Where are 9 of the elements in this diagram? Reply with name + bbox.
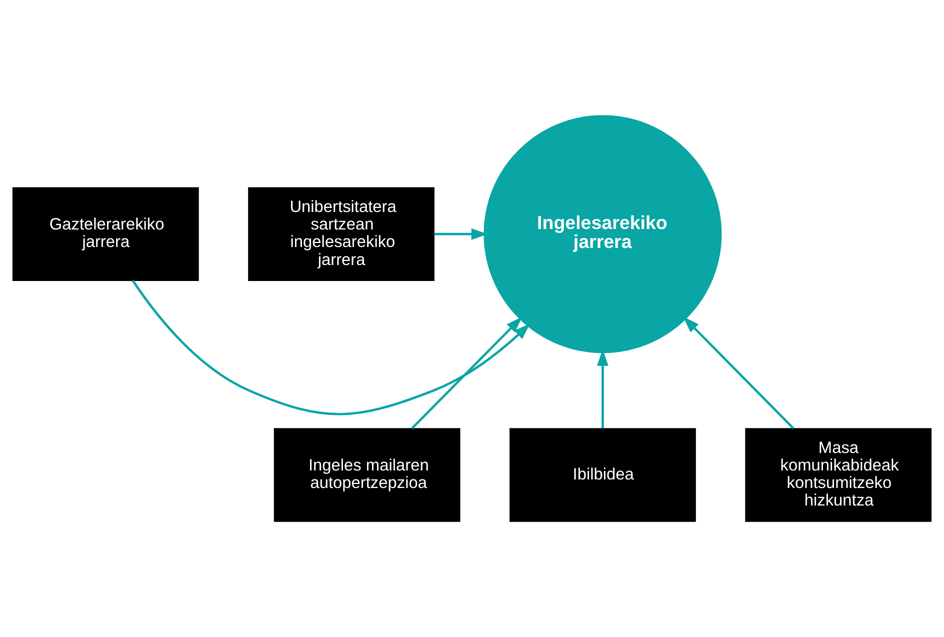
node-box: Ingeles mailaren autopertzepzioa (274, 428, 460, 522)
arrow (683, 316, 794, 430)
node-box: Masa komunikabideak kontsumitzeko hizkuntza (745, 428, 932, 522)
node-circle: Ingelesarekiko jarrera (484, 115, 722, 354)
arrow (132, 280, 530, 416)
node-box: Gaztelerarekiko jarrera (12, 187, 199, 281)
arrow (411, 316, 522, 430)
node-box: Ibilbidea (510, 428, 696, 522)
node-box: Unibertsitatera sartzean ingelesarekiko jarrera (248, 187, 434, 281)
